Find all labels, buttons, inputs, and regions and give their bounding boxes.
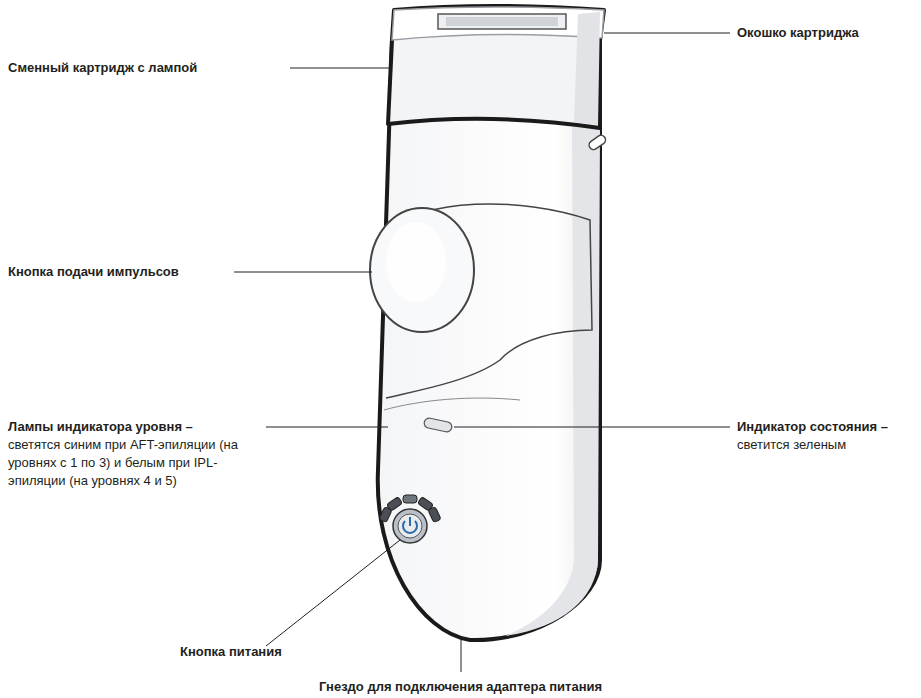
button-panel-outline [386,204,592,398]
part-note: светится зеленым [737,436,846,454]
part-note: светятся синим при AFT-эпиляции (на уров… [8,436,248,490]
cartridge-side [574,12,600,125]
cartridge-window-glass [446,17,558,26]
part-name: Гнездо для подключения адаптера питания [319,678,602,696]
lamp-cartridge [388,6,604,128]
leader-line [454,427,730,428]
part-name: Сменный картридж с лампой [8,59,197,77]
leader-line [604,33,730,34]
power-icon [409,517,411,526]
part-name: Индикатор состояния – [737,418,888,436]
device-body [378,40,600,640]
power-button [393,509,427,543]
status-indicator [423,417,452,433]
level-lamp [386,497,402,512]
leader-line [266,427,388,428]
pulse-button [370,208,474,332]
cartridge-release [587,134,607,152]
part-name: Лампы индикатора уровня – [8,418,193,436]
cartridge-window [438,14,566,29]
power-button-face [398,514,422,538]
part-name: Кнопка подачи импульсов [8,263,179,281]
panel-line [384,398,520,410]
leader-line [290,68,392,69]
part-name: Окошко картриджа [737,24,859,42]
cartridge-top [392,7,604,40]
side-panel [505,120,600,636]
leader-line [461,639,462,672]
level-lamp [403,495,417,503]
leader-line [266,540,400,646]
leader-line [234,272,372,273]
part-name: Кнопка питания [180,643,282,661]
level-lamp [428,507,441,523]
pulse-button-highlight [386,222,446,302]
